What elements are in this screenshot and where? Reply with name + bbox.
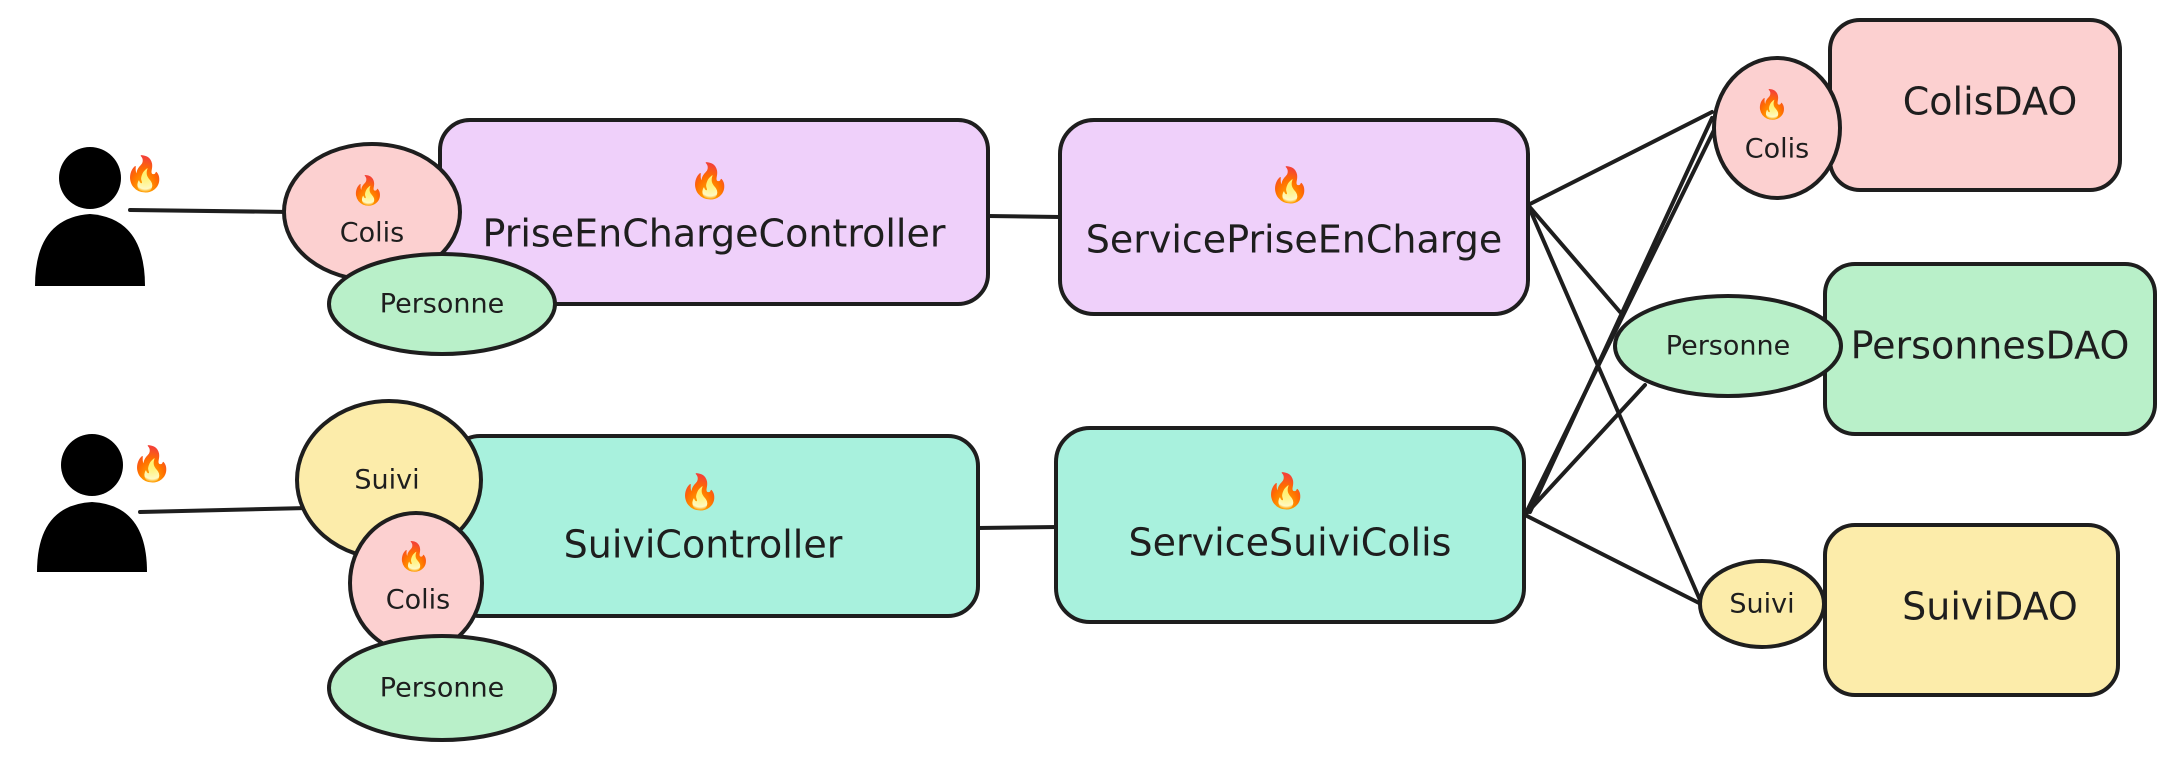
interface-label: Colis [1745, 134, 1809, 165]
interface-colis[interactable]: 🔥 Colis [1712, 56, 1842, 200]
interface-label: Colis [340, 218, 404, 249]
interface-personne[interactable]: Personne [327, 634, 557, 742]
interface-label: Personne [1666, 331, 1790, 362]
edge-prise-controller-service [986, 214, 1062, 219]
service-label: ServicePriseEnCharge [1086, 218, 1503, 262]
interface-label: Personne [380, 289, 504, 320]
fire-icon: 🔥 [689, 162, 731, 202]
interface-suivi[interactable]: Suivi [1698, 559, 1826, 649]
service-suivi-colis[interactable]: 🔥 ServiceSuiviColis [1054, 426, 1526, 624]
colis-dao[interactable]: ColisDAO [1828, 18, 2122, 192]
suivi-controller[interactable]: 🔥 SuiviController [448, 434, 980, 618]
interface-label: Suivi [1729, 589, 1794, 620]
interface-colis[interactable]: 🔥 Colis [282, 142, 462, 282]
prise-en-charge-controller[interactable]: 🔥 PriseEnChargeController [438, 118, 990, 306]
user-icon [35, 147, 145, 286]
fire-icon: 🔥 [351, 174, 386, 207]
fire-icon: 🔥 [397, 540, 432, 573]
service-label: ServiceSuiviColis [1129, 521, 1452, 565]
edge-service-suivi-colis-2 [1528, 116, 1714, 514]
edge-service-suivi-suivi [1523, 513, 1705, 607]
controller-label: PriseEnChargeController [483, 212, 946, 256]
fire-icon: 🔥 [1269, 166, 1311, 206]
interface-label: Suivi [354, 465, 419, 496]
edge-user2-suivi-controller [138, 506, 310, 514]
edge-service-prise-personne [1526, 203, 1622, 314]
interface-colis[interactable]: 🔥 Colis [348, 511, 484, 655]
edge-service-prise-colis [1526, 110, 1714, 207]
interface-personne[interactable]: Personne [327, 252, 557, 356]
interface-label: Colis [386, 585, 450, 616]
edge-service-prise-suivi [1526, 203, 1702, 602]
suivi-dao[interactable]: SuiviDAO [1823, 523, 2120, 697]
interface-label: Personne [380, 673, 504, 704]
edge-user1-prise-controller [128, 208, 292, 214]
user-icon [37, 434, 147, 572]
personnes-dao[interactable]: PersonnesDAO [1823, 262, 2157, 436]
dao-label: ColisDAO [1903, 80, 2078, 124]
service-prise-en-charge[interactable]: 🔥 ServicePriseEnCharge [1058, 118, 1530, 316]
interface-personne[interactable]: Personne [1613, 294, 1843, 398]
fire-icon: 🔥 [679, 473, 721, 513]
fire-icon: 🔥 [124, 155, 166, 195]
edge-service-suivi-personne [1523, 383, 1647, 517]
edge-suivi-controller-service [976, 525, 1060, 530]
dao-label: PersonnesDAO [1851, 324, 2130, 368]
dao-label: SuiviDAO [1902, 585, 2078, 629]
fire-icon: 🔥 [131, 445, 173, 485]
fire-icon: 🔥 [1755, 88, 1790, 121]
fire-icon: 🔥 [1265, 472, 1307, 512]
edges [128, 110, 1720, 607]
controller-label: SuiviController [564, 523, 843, 567]
